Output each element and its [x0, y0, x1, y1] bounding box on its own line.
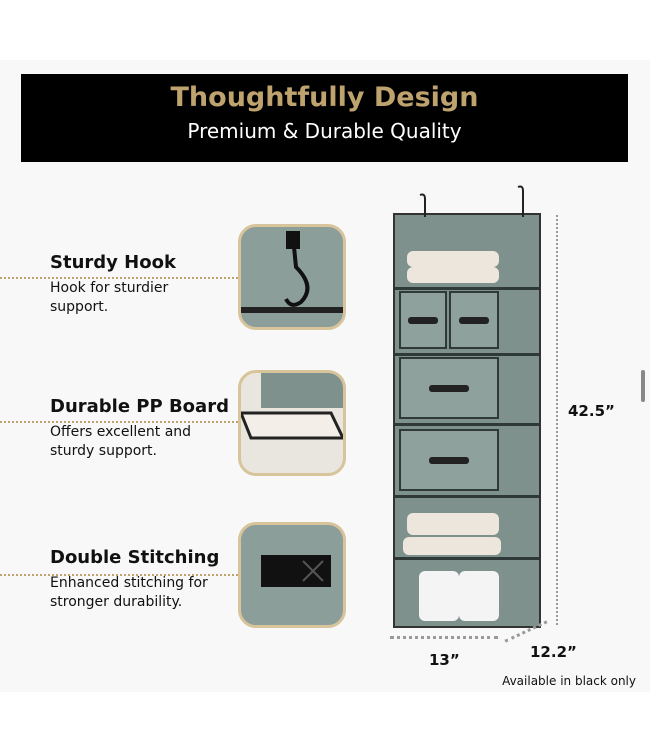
- feature-heading: Durable PP Board: [50, 396, 229, 417]
- banner-subtitle: Premium & Durable Quality: [187, 119, 462, 143]
- shelf: [395, 423, 539, 426]
- availability-note: Available in black only: [502, 674, 636, 688]
- folded-clothes: [407, 513, 499, 535]
- width-dimension: 13”: [429, 651, 460, 669]
- folded-towel: [407, 251, 499, 267]
- feature-description: Enhanced stitching for stronger durabili…: [50, 575, 208, 610]
- board-icon: [241, 373, 343, 440]
- depth-dimension: 12.2”: [530, 643, 577, 661]
- shelf: [395, 557, 539, 560]
- feature-description: Offers excellent and sturdy support.: [50, 424, 192, 459]
- stitching-closeup-image: [238, 522, 346, 628]
- divider-dotted: [0, 277, 238, 279]
- small-drawer: [399, 291, 447, 349]
- hook-closeup-image: [238, 224, 346, 330]
- divider-dotted: [0, 574, 238, 576]
- folded-clothes: [403, 537, 501, 555]
- hanging-organizer-image: [393, 185, 541, 628]
- right-hook-icon: [517, 185, 524, 217]
- feature-double-stitching: Double Stitching Enhanced stitching for …: [50, 547, 240, 612]
- feature-pp-board: Durable PP Board Offers excellent and st…: [50, 396, 229, 461]
- sneaker: [419, 571, 459, 621]
- hook-icon: [241, 231, 343, 313]
- sneaker: [459, 571, 499, 621]
- board-closeup-image: [238, 370, 346, 476]
- drawer: [399, 357, 499, 419]
- height-dimension: 42.5”: [568, 402, 615, 420]
- width-measure-line: [390, 636, 498, 639]
- scrollbar[interactable]: [641, 370, 645, 402]
- left-hook-icon: [419, 193, 426, 217]
- feature-heading: Sturdy Hook: [50, 252, 176, 273]
- feature-sturdy-hook: Sturdy Hook Hook for sturdier support.: [50, 252, 200, 317]
- feature-description: Hook for sturdier support.: [50, 280, 169, 315]
- shelf: [395, 353, 539, 356]
- height-measure-line: [556, 215, 558, 625]
- divider-dotted: [0, 421, 238, 423]
- feature-heading: Double Stitching: [50, 547, 220, 568]
- shelf: [395, 287, 539, 290]
- header-banner: Thoughtfully Design Premium & Durable Qu…: [21, 74, 628, 162]
- folded-towel: [407, 267, 499, 283]
- stitching-icon: [261, 555, 331, 587]
- shelf: [395, 495, 539, 498]
- drawer: [399, 429, 499, 491]
- banner-title: Thoughtfully Design: [170, 82, 479, 113]
- small-drawer: [449, 291, 499, 349]
